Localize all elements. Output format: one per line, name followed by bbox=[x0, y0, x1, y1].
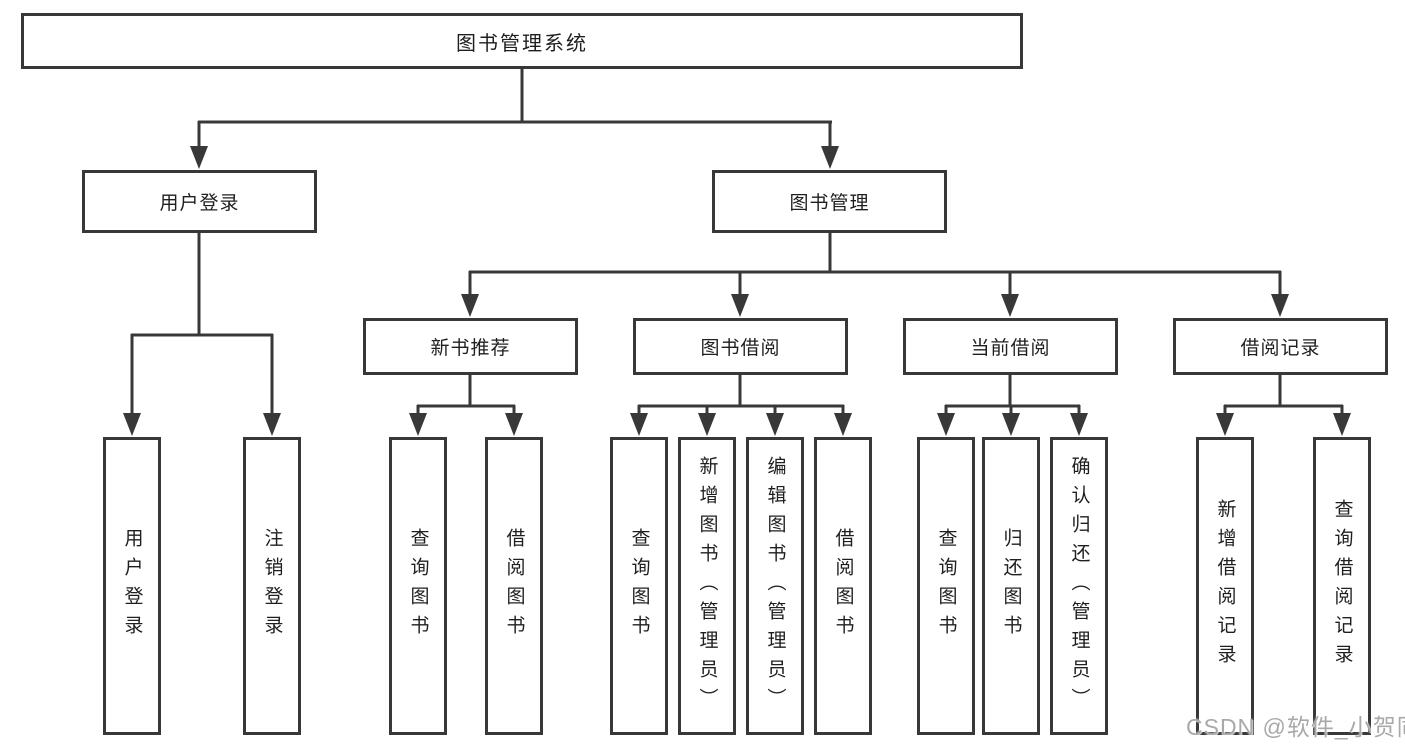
leaf-add-book-admin: 新增图书（管理员） bbox=[678, 437, 736, 735]
node-borrowing-records-label: 借阅记录 bbox=[1240, 338, 1321, 359]
node-book-management: 图书管理 bbox=[712, 170, 947, 233]
leaf-borrow-books-newbook: 借阅图书 bbox=[485, 437, 543, 735]
node-root-system-label: 图书管理系统 bbox=[456, 32, 588, 55]
leaf-edit-book-admin-label: 编辑图书（管理员） bbox=[764, 455, 786, 717]
leaf-borrow-books-borrow-label: 借阅图书 bbox=[832, 528, 854, 644]
node-book-borrowing-label: 图书借阅 bbox=[700, 338, 781, 359]
leaf-query-books-borrow-label: 查询图书 bbox=[628, 528, 650, 644]
leaf-logout-label: 注销登录 bbox=[261, 528, 283, 644]
leaf-confirm-return-admin: 确认归还（管理员） bbox=[1050, 437, 1108, 735]
leaf-return-book-label: 归还图书 bbox=[1000, 528, 1022, 644]
leaf-query-books-borrow: 查询图书 bbox=[610, 437, 668, 735]
leaf-add-borrow-record: 新增借阅记录 bbox=[1196, 437, 1254, 735]
node-current-borrowing: 当前借阅 bbox=[903, 318, 1118, 375]
node-book-borrowing: 图书借阅 bbox=[633, 318, 848, 375]
node-borrowing-records: 借阅记录 bbox=[1173, 318, 1388, 375]
leaf-confirm-return-admin-label: 确认归还（管理员） bbox=[1068, 455, 1090, 717]
leaf-edit-book-admin: 编辑图书（管理员） bbox=[746, 437, 804, 735]
leaf-return-book: 归还图书 bbox=[982, 437, 1040, 735]
leaf-query-books-current: 查询图书 bbox=[917, 437, 975, 735]
leaf-add-borrow-record-label: 新增借阅记录 bbox=[1214, 499, 1236, 673]
node-user-login-label: 用户登录 bbox=[159, 193, 240, 214]
leaf-borrow-books-borrow: 借阅图书 bbox=[814, 437, 872, 735]
node-book-management-label: 图书管理 bbox=[789, 193, 870, 214]
leaf-query-books-newbook-label: 查询图书 bbox=[407, 528, 429, 644]
leaf-query-borrow-record-label: 查询借阅记录 bbox=[1331, 499, 1353, 673]
leaf-add-book-admin-label: 新增图书（管理员） bbox=[696, 455, 718, 717]
csdn-watermark: CSDN @软件_小贺同学 bbox=[1186, 714, 1405, 740]
node-current-borrowing-label: 当前借阅 bbox=[970, 338, 1051, 359]
node-new-book-recommend-label: 新书推荐 bbox=[430, 338, 511, 359]
leaf-borrow-books-newbook-label: 借阅图书 bbox=[503, 528, 525, 644]
leaf-user-login: 用户登录 bbox=[103, 437, 161, 735]
node-user-login: 用户登录 bbox=[82, 170, 317, 233]
leaf-user-login-label: 用户登录 bbox=[121, 528, 143, 644]
leaf-query-borrow-record: 查询借阅记录 bbox=[1313, 437, 1371, 735]
leaf-query-books-newbook: 查询图书 bbox=[389, 437, 447, 735]
leaf-logout: 注销登录 bbox=[243, 437, 301, 735]
node-root-system: 图书管理系统 bbox=[21, 13, 1023, 69]
node-new-book-recommend: 新书推荐 bbox=[363, 318, 578, 375]
leaf-query-books-current-label: 查询图书 bbox=[935, 528, 957, 644]
